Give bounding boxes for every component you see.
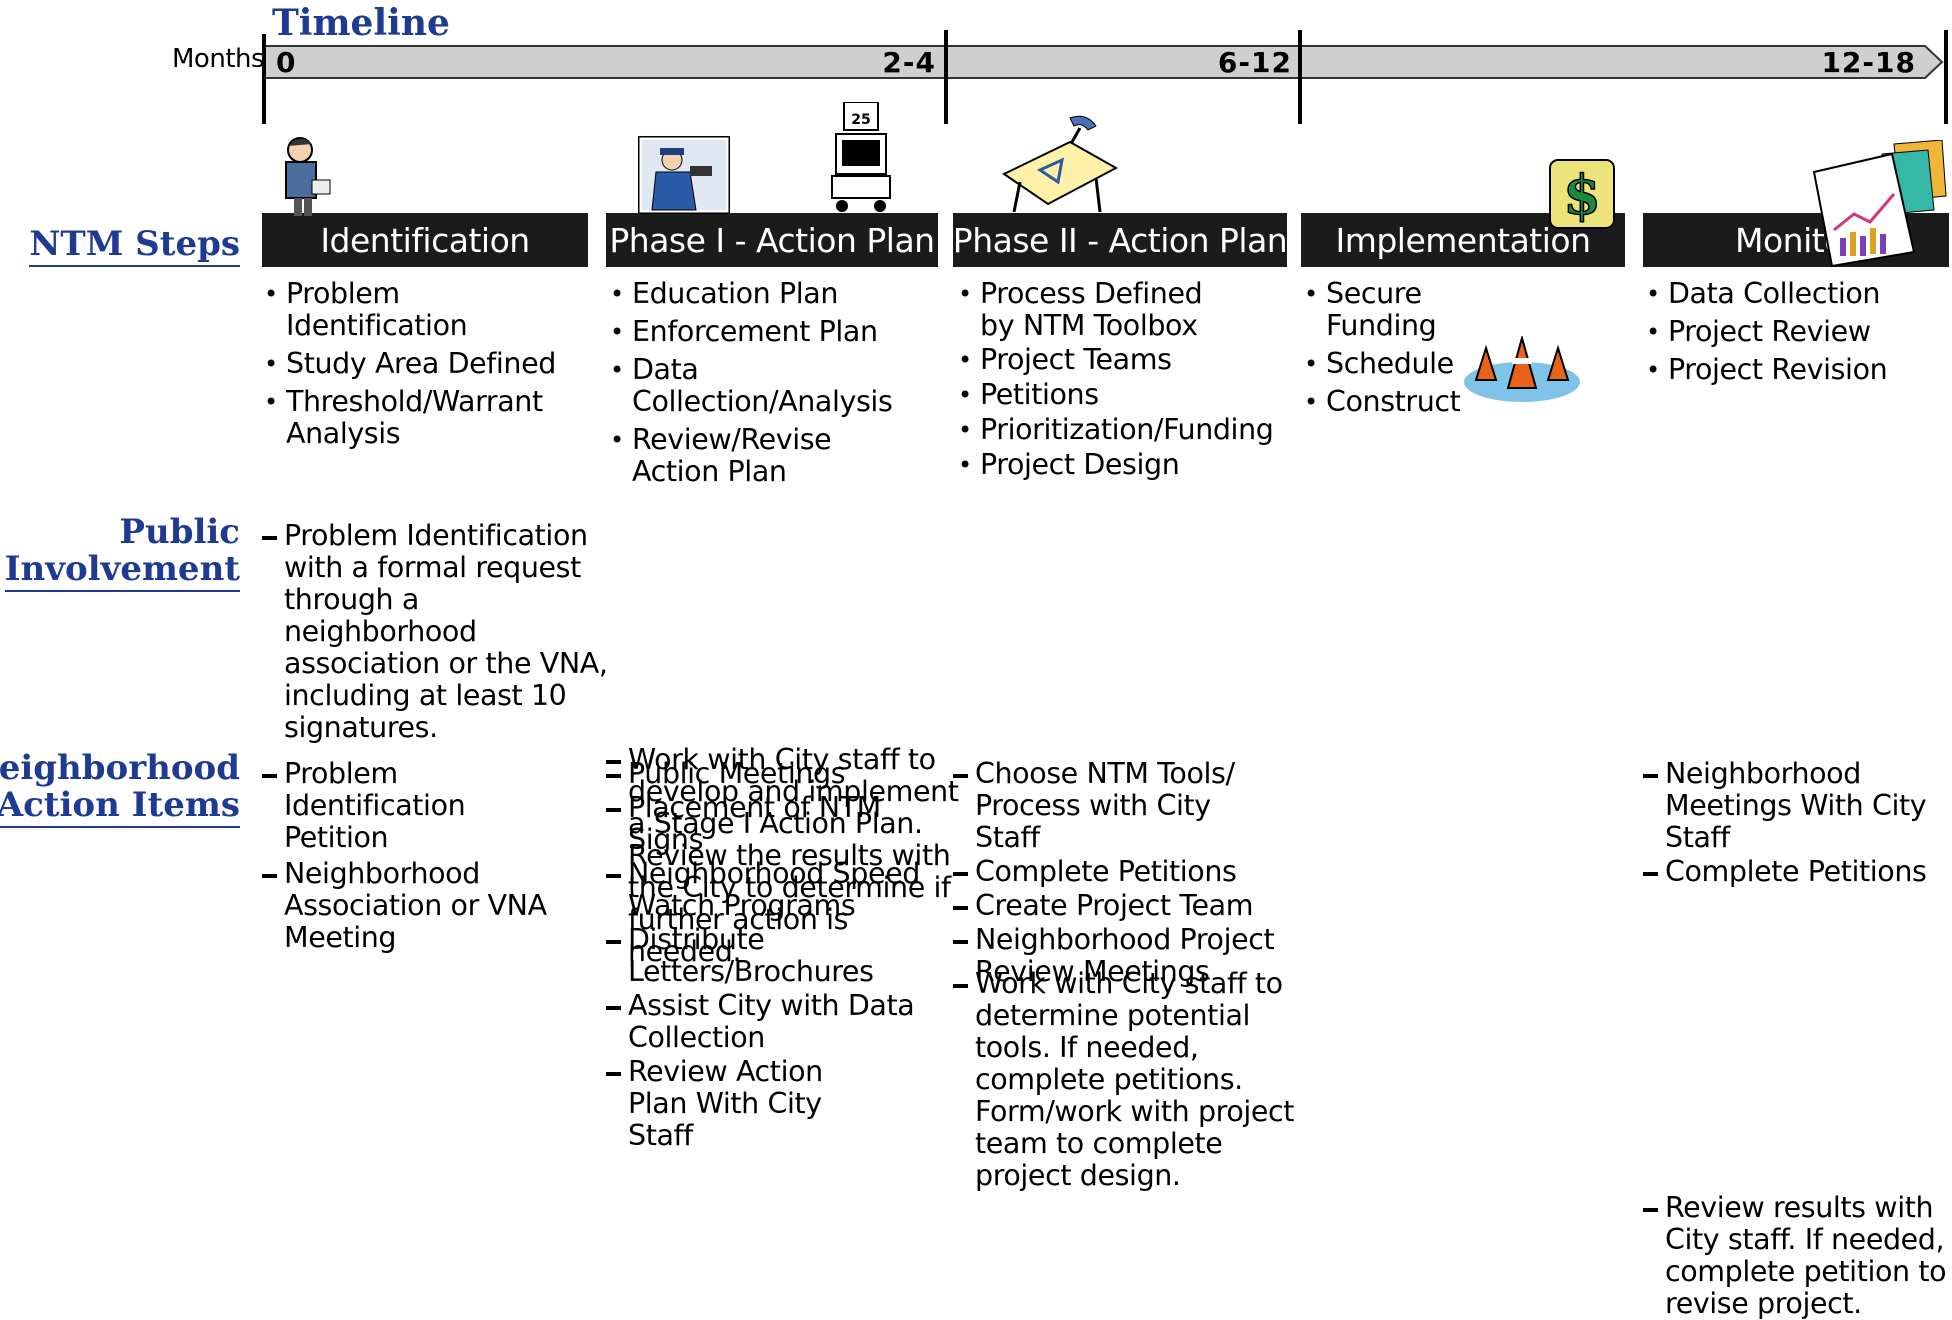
timeline-tick-label-1: 2-4 [882, 46, 936, 79]
svg-text:25: 25 [851, 112, 870, 128]
action-items-phase-1: Public Meetings Placement of NTM Signs N… [606, 758, 946, 1158]
list-item: Public Meetings [606, 758, 946, 790]
public-involvement-identification: Problem Identification with a formal req… [262, 520, 610, 744]
public-heading-line1: Public [119, 512, 240, 552]
list-item: Schedule [1304, 348, 1504, 381]
list-item: Review Action Plan With City Staff [606, 1056, 888, 1152]
list-item: Choose NTM Tools/ Process with City Staf… [953, 758, 1275, 854]
ntm-steps-phase-2: Process Defined by NTM Toolbox Project T… [958, 278, 1278, 487]
list-item: Process Defined by NTM Toolbox [958, 278, 1240, 342]
action-items-phase-2: Choose NTM Tools/ Process with City Staf… [953, 758, 1293, 994]
speed-sign-trailer-icon: 25 [831, 102, 891, 212]
timeline-bar [263, 45, 1944, 79]
list-item: Petitions [958, 379, 1278, 412]
list-item: Study Area Defined [264, 348, 584, 381]
list-item: Data Collection/Analysis [610, 354, 940, 418]
list-item: Complete Petitions [1643, 856, 1943, 888]
list-item: Assist City with Data Collection [606, 990, 918, 1054]
list-item: Data Collection [1646, 278, 1946, 311]
list-item: Prioritization/Funding [958, 414, 1278, 447]
list-item: Project Design [958, 449, 1278, 482]
step-bar-phase-2: Phase II - Action Plan [953, 213, 1288, 267]
list-item: Construct [1304, 386, 1504, 419]
step-bar-phase-1: Phase I - Action Plan [606, 213, 938, 267]
svg-text:$: $ [1563, 163, 1601, 227]
public-involvement-monitor: Review results with City staff. If neede… [1643, 1192, 1952, 1320]
public-involvement-phase-1: Work with City staff to develop and impl… [606, 744, 964, 968]
timeline-title: Timeline [272, 2, 450, 44]
row-heading-ntm-steps: NTM Steps [29, 226, 240, 267]
list-item: Review/Revise Action Plan [610, 424, 832, 488]
list-item: Neighborhood Speed Watch Programs [606, 858, 928, 922]
drafting-table-icon [1002, 115, 1119, 212]
ntm-steps-phase-1: Education Plan Enforcement Plan Data Col… [610, 278, 940, 494]
list-item: Distribute Letters/Brochures [606, 924, 928, 988]
timeline-tick-label-0: 0 [276, 46, 296, 79]
list-item: Project Revision [1646, 354, 1946, 387]
list-item: Education Plan [610, 278, 940, 311]
action-heading-line1: Neighborhood [0, 748, 240, 788]
public-involvement-phase-2: Work with City staff to determine potent… [953, 968, 1323, 1192]
months-label: Months [172, 44, 265, 74]
list-item: Threshold/Warrant Analysis [264, 386, 543, 450]
ntm-steps-monitor: Data Collection Project Review Project R… [1646, 278, 1946, 392]
list-item: Complete Petitions [953, 856, 1293, 888]
action-heading-line2: Action Items [0, 787, 240, 828]
list-item: Secure Funding [1304, 278, 1504, 342]
ntm-steps-identification: Problem Identification Study Area Define… [264, 278, 584, 456]
row-heading-action-items: Neighborhood Action Items [0, 750, 240, 828]
step-bar-identification: Identification [262, 213, 588, 267]
list-item: Neighborhood Project Review Meetings [953, 924, 1275, 988]
charts-icon [1812, 140, 1947, 268]
ntm-steps-heading: NTM Steps [29, 226, 240, 267]
list-item: Create Project Team [953, 890, 1293, 922]
list-item: Project Review [1646, 316, 1946, 349]
dollar-sign-icon: $ [1549, 159, 1615, 229]
ntm-steps-implementation: Secure Funding Schedule Construct [1304, 278, 1504, 424]
timeline-tick-label-3: 12-18 [1821, 46, 1916, 79]
list-item: Project Teams [958, 344, 1278, 377]
list-item: Problem Identification [264, 278, 584, 342]
list-item: Placement of NTM Signs [606, 792, 946, 856]
list-item: Neighborhood Association or VNA Meeting [262, 858, 594, 954]
list-item: Problem Identification Petition [262, 758, 554, 854]
confused-man-icon [285, 137, 331, 216]
timeline-arrow: 0 2-4 6-12 12-18 [262, 30, 1948, 124]
step-bar-implementation: Implementation [1301, 213, 1625, 267]
timeline-tick-label-2: 6-12 [1218, 46, 1292, 79]
action-items-monitor: Neighborhood Meetings With City Staff Co… [1643, 758, 1943, 894]
list-item: Neighborhood Meetings With City Staff [1643, 758, 1935, 854]
row-heading-public-involvement: Public Involvement [4, 512, 240, 592]
police-officer-icon [638, 136, 730, 214]
action-items-identification: Problem Identification Petition Neighbor… [262, 758, 582, 960]
list-item: Enforcement Plan [610, 316, 940, 349]
public-heading-line2: Involvement [4, 551, 240, 592]
